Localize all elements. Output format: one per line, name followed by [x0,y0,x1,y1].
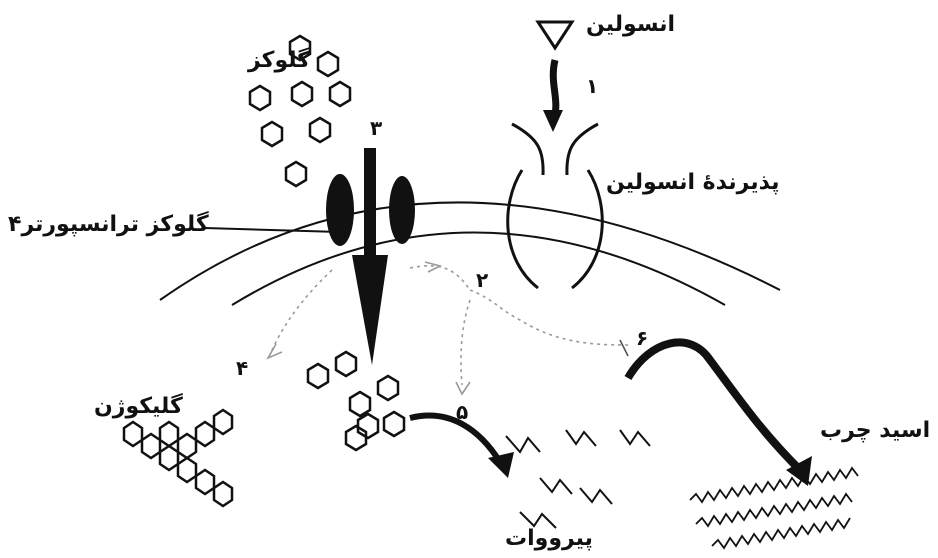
glycogen-label: گلیکوژن [94,394,183,419]
step-5-label: ۵ [456,400,468,424]
pyruvate-label: پیرووات [505,526,593,551]
insulin-binding-arrowhead [543,110,563,132]
pyruvate-arrowhead [488,452,514,478]
glucose-transporter-icon [326,148,415,365]
insulin-receptor-label: پذیرندهٔ انسولین [606,170,780,195]
pyruvate-molecules [506,430,650,528]
pyruvate-arrow [410,416,500,462]
glucose-transporter-label: گلوکز ترانسپورتر۴ [8,212,209,237]
transporter-pointer-line [205,228,340,232]
step-1-label: ۱ [586,74,598,98]
glycogen-arrowhead [268,344,282,358]
fatty-acid-chains [690,468,858,548]
insulin-molecule-icon [538,22,572,48]
fatty-acid-label: اسید چرب [820,418,930,443]
step-3-label: ۳ [370,116,382,140]
pathway5-arrowhead [456,382,470,394]
step-2-label: ۲ [476,268,488,292]
insulin-label: انسولین [586,12,675,37]
pathway6-tick [620,340,628,356]
step-4-label: ۴ [236,356,248,380]
step-6-label: ۶ [636,326,648,350]
glucose-outside-label: گلوکز [248,48,310,73]
fatty-acid-arrow [628,342,800,470]
glucose-inside-cluster [308,352,404,450]
glycogen-chain-icon [124,410,232,506]
transporter-side-arrow [425,262,440,272]
